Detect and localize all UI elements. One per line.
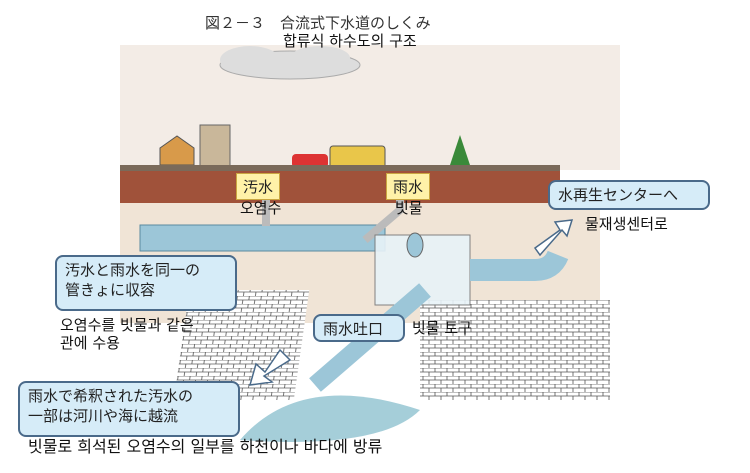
rainwater-label-ko: 빗물 (395, 199, 423, 217)
river-water (240, 395, 420, 442)
figure-subtitle: 합류식 하수도의 구조 (283, 32, 417, 50)
road-surface (120, 165, 560, 171)
bus-icon (329, 145, 386, 169)
flow-arrow-right (533, 219, 574, 257)
combined-pipe-line1: 汚水と雨水を同一の (65, 261, 201, 279)
combined-pipe-label: 汚水と雨水を同一の 管きょに収容 (55, 255, 237, 311)
reclamation-center-label-ko: 물재생센터로 (585, 215, 668, 233)
figure-title: 図２－３ 合流式下水道のしくみ (205, 14, 431, 32)
outfall-label-ko: 빗물 토구 (412, 319, 472, 337)
combined-pipe-line2: 管きょに収容 (65, 281, 156, 299)
overflow-line1: 雨水で希釈された汚水の (28, 387, 194, 405)
rainwater-label: 雨水 (386, 173, 431, 200)
combined-pipe-ko-line1: 오염수를 빗물과 같은 (60, 316, 194, 334)
sewage-label-ko: 오염수 (240, 199, 282, 217)
car-icon (292, 154, 328, 168)
rain-branch-pipe (362, 195, 404, 244)
rain-cloud-icon (219, 46, 361, 80)
tree-icon (450, 135, 470, 165)
overflow-line2: 一部は河川や海に越流 (28, 407, 179, 425)
combined-sewer-pipe (139, 224, 386, 252)
outfall-label: 雨水吐口 (313, 314, 405, 342)
reclamation-center-label: 水再生センターへ (548, 180, 710, 210)
sewage-branch-pipe (262, 200, 270, 226)
flow-arrow-left (248, 348, 292, 386)
hatched-ground (173, 290, 310, 400)
soil-layer (120, 171, 560, 203)
overflow-label-ko: 빗물로 희석된 오염수의 일부를 하천이나 바다에 방류 (28, 437, 383, 456)
hatched-ground-right (420, 300, 610, 400)
outlet-pipe (470, 250, 569, 281)
sewage-label: 汚水 (236, 173, 281, 200)
overflow-label: 雨水で希釈された汚水の 一部は河川や海に越流 (18, 381, 240, 437)
building-icon (199, 124, 231, 168)
combined-pipe-ko-line2: 관에 수용 (60, 334, 120, 352)
